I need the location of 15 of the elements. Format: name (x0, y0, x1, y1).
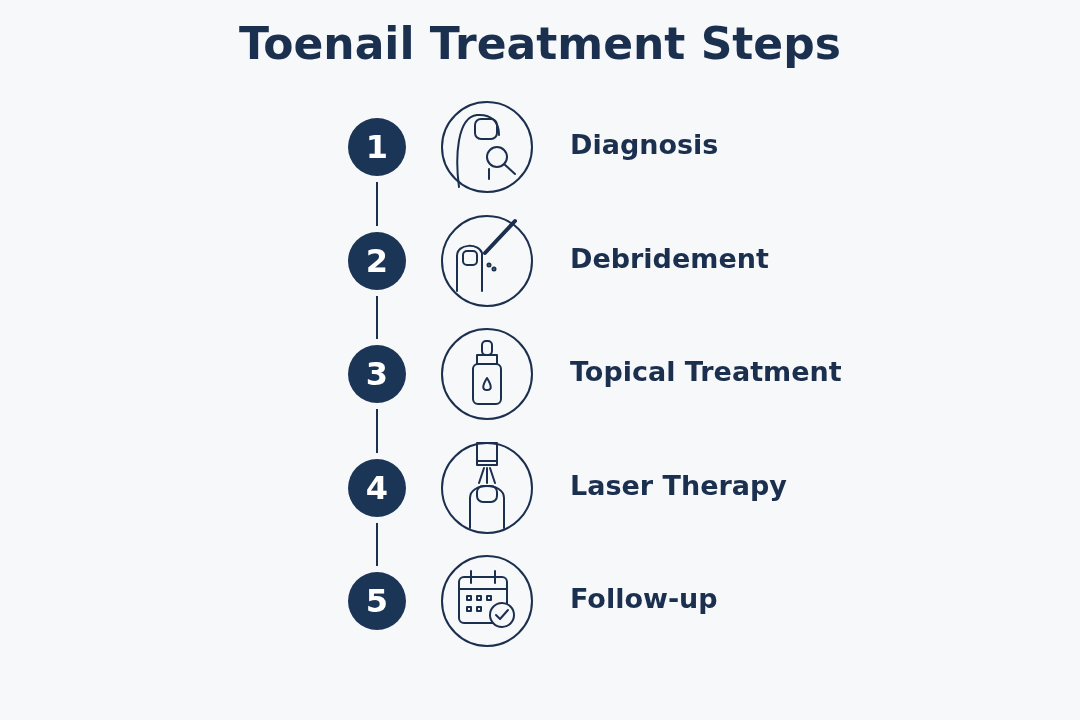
step-label: Diagnosis (570, 129, 719, 160)
step-label: Debridement (570, 243, 769, 274)
step-label: Laser Therapy (570, 470, 787, 501)
step-number-circle: 2 (348, 232, 406, 290)
connector-line (376, 181, 378, 227)
step-number-circle: 5 (348, 572, 406, 630)
step-number-circle: 1 (348, 118, 406, 176)
step-number-circle: 3 (348, 345, 406, 403)
connector-line (376, 295, 378, 340)
connector-line (376, 408, 378, 454)
title: Toenail Treatment Steps (238, 18, 842, 69)
step-label: Follow-up (570, 583, 718, 614)
step-number-circle: 4 (348, 459, 406, 517)
connector-line (376, 522, 378, 567)
step-label: Topical Treatment (570, 356, 842, 387)
